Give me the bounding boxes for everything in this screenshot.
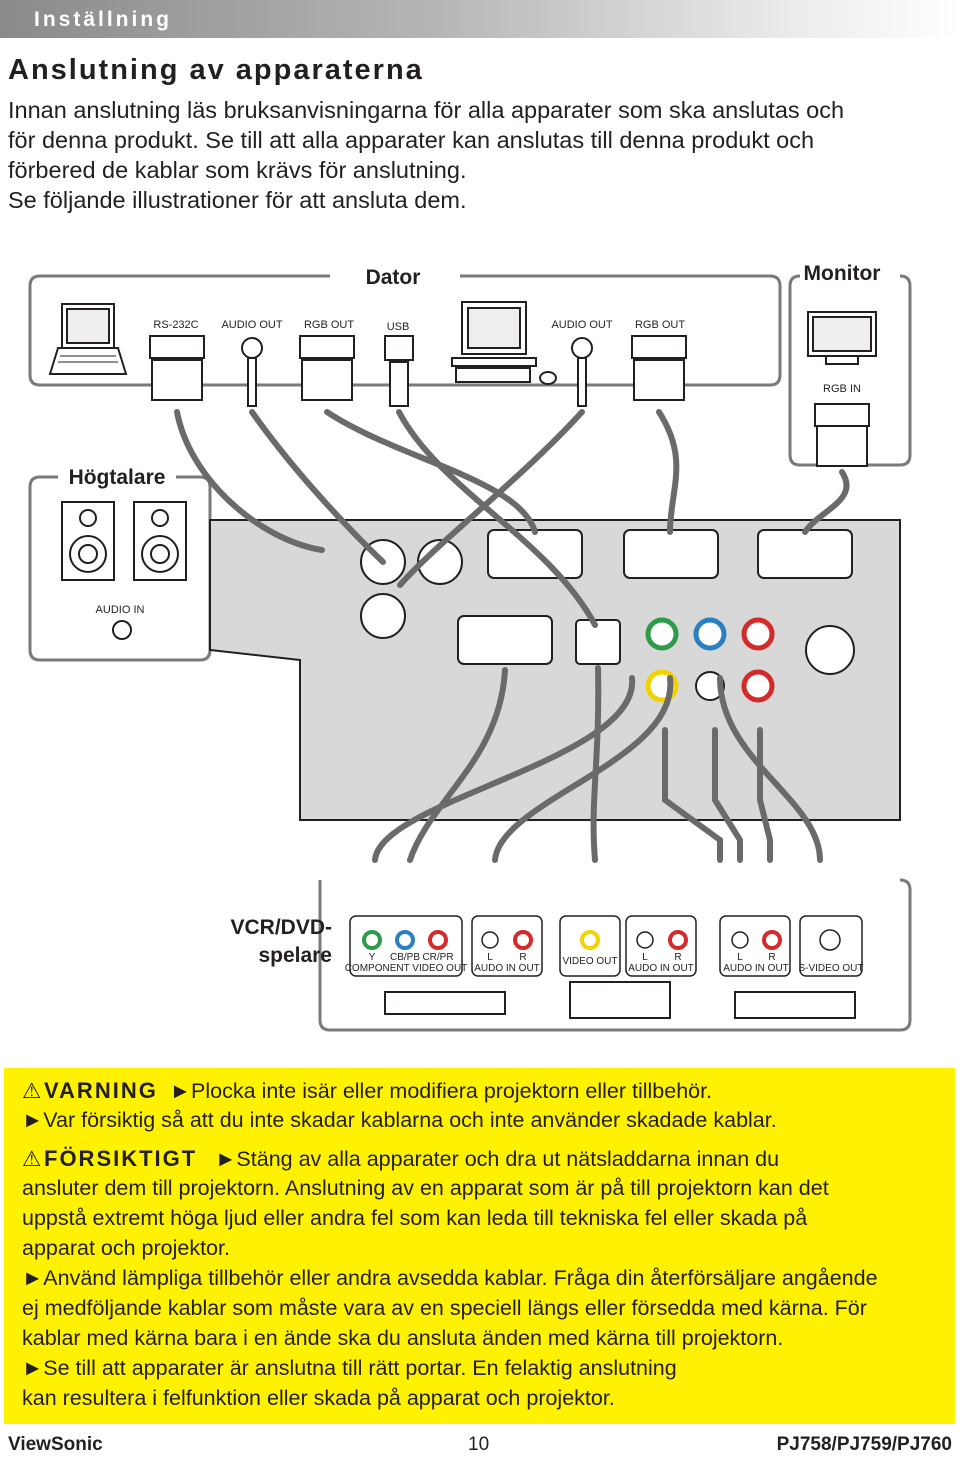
caution-line: ansluter dem till projektorn. Anslutning… [22, 1176, 829, 1200]
caution-line: ej medföljande kablar som måste vara av … [22, 1296, 867, 1320]
caution-line: kablar med kärna bara i en ände ska du a… [22, 1326, 784, 1350]
caution-text: ►Stäng av alla apparater och dra ut näts… [215, 1147, 780, 1171]
monitor-icon [807, 311, 877, 365]
intro-line: Se följande illustrationer för att anslu… [8, 187, 467, 213]
vcr-label: spelare [258, 944, 332, 967]
audio-in-out-label: AUDO IN OUT [474, 963, 540, 974]
component-y-label: Y [369, 952, 376, 963]
desktop-port-label: AUDIO OUT [551, 319, 612, 331]
warning-line: ►Var försiktig så att du inte skadar kab… [22, 1108, 777, 1132]
caution-line: kan resultera i felfunktion eller skada … [22, 1386, 615, 1410]
laptop-port-label: AUDIO OUT [221, 319, 282, 331]
page-number: 10 [468, 1434, 490, 1455]
audio-in-out-label: AUDO IN OUT [723, 963, 789, 974]
caution-icon: ⚠ [22, 1147, 42, 1171]
component-cr-label: CR/PR [422, 952, 453, 963]
warning-line: ⚠VARNING ►Plocka inte isär eller modifie… [22, 1078, 712, 1104]
caution-line: ⚠FÖRSIKTIGT ►Stäng av alla apparater och… [22, 1146, 779, 1172]
footer-brand: ViewSonic [8, 1434, 103, 1455]
page-title: Anslutning av apparaterna [8, 54, 424, 86]
footer-model: PJ758/PJ759/PJ760 [776, 1434, 952, 1455]
connection-diagram: Dator Monitor RS-232C AUDIO OUT RGB OUT … [28, 262, 912, 1032]
warning-heading: VARNING [44, 1078, 158, 1103]
vcr-label: VCR/DVD- [230, 916, 332, 939]
desktop-port-label: RGB OUT [635, 319, 685, 331]
caution-line: ►Använd lämpliga tillbehör eller andra a… [22, 1266, 878, 1290]
speaker-port-label: AUDIO IN [96, 604, 145, 616]
video-out-label: VIDEO OUT [562, 956, 617, 967]
audio-r-label: R [674, 952, 681, 963]
component-cb-label: CB/PB [390, 952, 420, 963]
audio-r-label: R [768, 952, 775, 963]
audio-l-label: L [642, 952, 648, 963]
caution-heading: FÖRSIKTIGT [44, 1146, 198, 1171]
intro-line: för denna produkt. Se till att alla appa… [8, 127, 815, 153]
audio-l-label: L [737, 952, 743, 963]
projector-ports [360, 529, 855, 703]
computer-label: Dator [366, 266, 421, 289]
intro-text: Innan anslutning läs bruksanvisningarna … [8, 95, 948, 215]
section-header-bar: Inställning [0, 0, 960, 38]
audio-r-label: R [519, 952, 526, 963]
monitor-label: Monitor [804, 262, 881, 285]
audio-in-jack [112, 620, 132, 640]
vcr-dvd-group [318, 878, 912, 1032]
caution-line: uppstå extremt höga ljud eller andra fel… [22, 1206, 808, 1230]
warning-text: ►Plocka inte isär eller modifiera projek… [169, 1079, 713, 1103]
laptop-port-label: RGB OUT [304, 319, 354, 331]
intro-line: förbered de kablar som krävs för anslutn… [8, 157, 467, 183]
caution-line: apparat och projektor. [22, 1236, 230, 1260]
component-caption: COMPONENT VIDEO OUT [345, 963, 468, 974]
desktop-computer-icon [451, 301, 557, 385]
laptop-port-label: RS-232C [153, 319, 198, 331]
warning-icon: ⚠ [22, 1079, 42, 1103]
audio-l-label: L [487, 952, 493, 963]
audio-in-out-label: AUDO IN OUT [628, 963, 694, 974]
speakers-label: Högtalare [69, 466, 166, 489]
laptop-port-label: USB [387, 321, 410, 333]
section-header-label: Inställning [34, 8, 172, 31]
cables [174, 409, 850, 863]
svideo-out-label: S-VIDEO OUT [798, 963, 863, 974]
vcr-device-icons [384, 981, 856, 1019]
speaker-icon [61, 501, 187, 581]
intro-line: Innan anslutning läs bruksanvisningarna … [8, 97, 845, 123]
top-connectors [149, 335, 870, 467]
caution-line: ►Se till att apparater är anslutna till … [22, 1356, 677, 1380]
vcr-port-panels [349, 915, 863, 977]
laptop-icon [48, 303, 128, 375]
monitor-port-label: RGB IN [823, 383, 861, 395]
warning-box: ⚠VARNING ►Plocka inte isär eller modifie… [4, 1068, 955, 1424]
